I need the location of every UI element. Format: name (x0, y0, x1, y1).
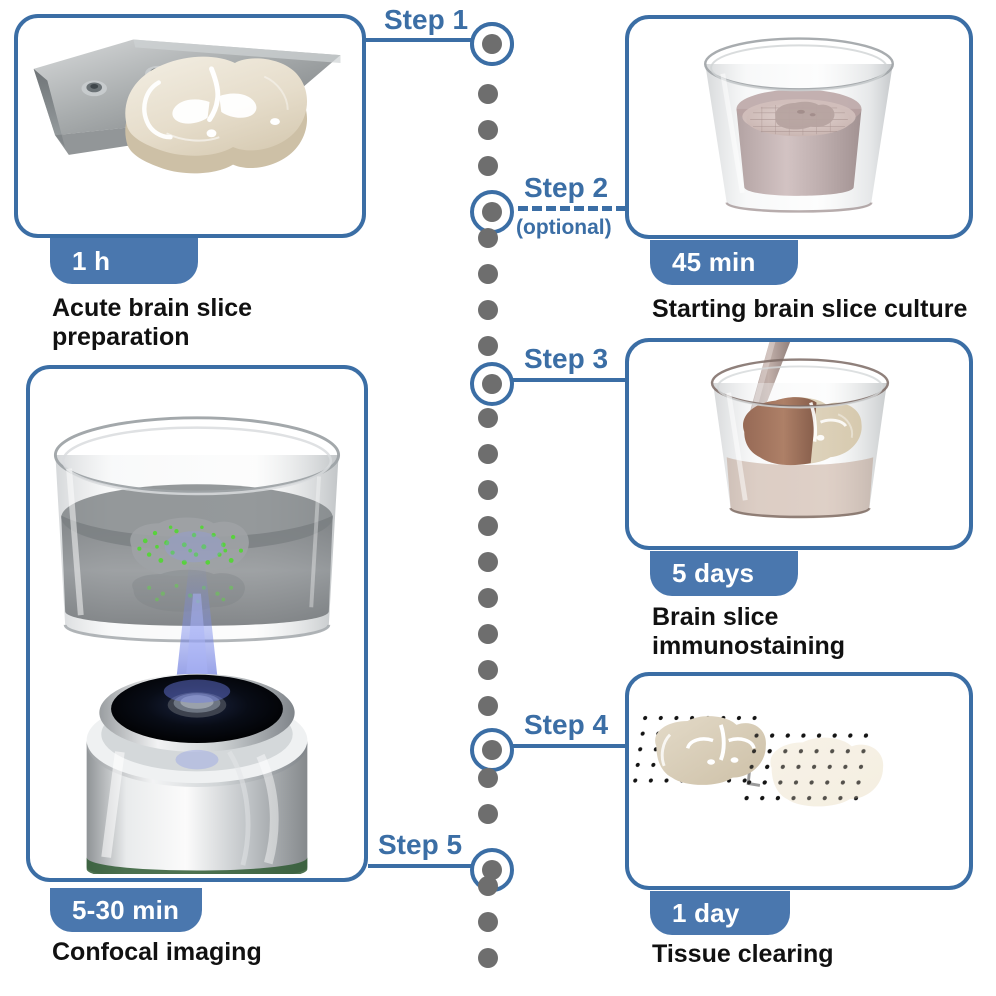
step5-caption: Confocal imaging (52, 938, 262, 966)
timeline-step-marker[interactable] (470, 22, 514, 66)
timeline-dot (478, 948, 498, 968)
timeline-marker-core (482, 740, 502, 760)
timeline-dot (478, 156, 498, 176)
step3-label: Step 3 (524, 343, 609, 374)
timeline (470, 0, 518, 996)
step4-duration-badge: 1 day (650, 891, 790, 935)
timeline-dot (478, 660, 498, 680)
timeline-dot (478, 624, 498, 644)
step1-label: Step 1 (384, 4, 469, 35)
timeline-dot (478, 264, 498, 284)
step5-duration-badge: 5-30 min (50, 888, 202, 932)
step2-duration-badge: 45 min (650, 240, 798, 285)
step3-panel[interactable] (625, 338, 973, 550)
step5-connector (368, 864, 494, 868)
timeline-dot (478, 768, 498, 788)
step2-connector-dashed (518, 206, 626, 211)
timeline-dot (478, 120, 498, 140)
timeline-marker-core (482, 34, 502, 54)
step4-connector (504, 744, 627, 748)
step2-label: Step 2 (524, 172, 609, 203)
step3-duration-badge: 5 days (650, 551, 798, 596)
timeline-step-marker[interactable] (470, 190, 514, 234)
tissue-clearing-comparison-icon (630, 715, 884, 811)
step4-label: Step 4 (524, 709, 609, 740)
step1-caption: Acute brain slice preparation (52, 294, 253, 351)
timeline-dot (478, 84, 498, 104)
brain-slice-on-vibratome-blade-icon (33, 39, 341, 174)
step3-caption: Brain slice immunostaining (652, 603, 846, 660)
timeline-step-marker[interactable] (470, 362, 514, 406)
step2-duration-text: 45 min (672, 247, 756, 277)
timeline-dot (478, 588, 498, 608)
step2-optional-note: (optional) (516, 216, 612, 239)
step1-panel[interactable] (14, 14, 366, 238)
timeline-marker-core (482, 374, 502, 394)
dish-with-pipette-staining-icon (710, 342, 890, 519)
timeline-dot (478, 228, 498, 248)
timeline-dot (478, 912, 498, 932)
timeline-dot (478, 408, 498, 428)
confocal-imaging-icon (53, 416, 341, 874)
step2-caption: Starting brain slice culture (652, 295, 968, 323)
step5-label: Step 5 (378, 829, 463, 860)
timeline-step-marker[interactable] (470, 728, 514, 772)
step4-panel[interactable] (625, 672, 973, 890)
step2-panel[interactable] (625, 15, 973, 239)
step4-caption: Tissue clearing (652, 940, 834, 968)
step5-duration-text: 5-30 min (72, 894, 180, 925)
step5-panel[interactable] (26, 365, 368, 882)
step1-duration-badge: 1 h (50, 238, 198, 284)
step1-duration-text: 1 h (72, 245, 111, 276)
step1-connector (366, 38, 492, 42)
timeline-dot (478, 480, 498, 500)
timeline-dot (478, 516, 498, 536)
timeline-dot (478, 876, 498, 896)
step3-connector (504, 378, 627, 382)
timeline-dot (478, 804, 498, 824)
timeline-dot (478, 336, 498, 356)
step3-duration-text: 5 days (672, 558, 755, 588)
timeline-dot (478, 552, 498, 572)
timeline-dot (478, 696, 498, 716)
step4-duration-text: 1 day (672, 897, 740, 928)
timeline-marker-core (482, 202, 502, 222)
timeline-dot (478, 444, 498, 464)
timeline-dot (478, 300, 498, 320)
culture-insert-dish-icon (703, 37, 895, 213)
timeline-marker-core (482, 860, 502, 880)
